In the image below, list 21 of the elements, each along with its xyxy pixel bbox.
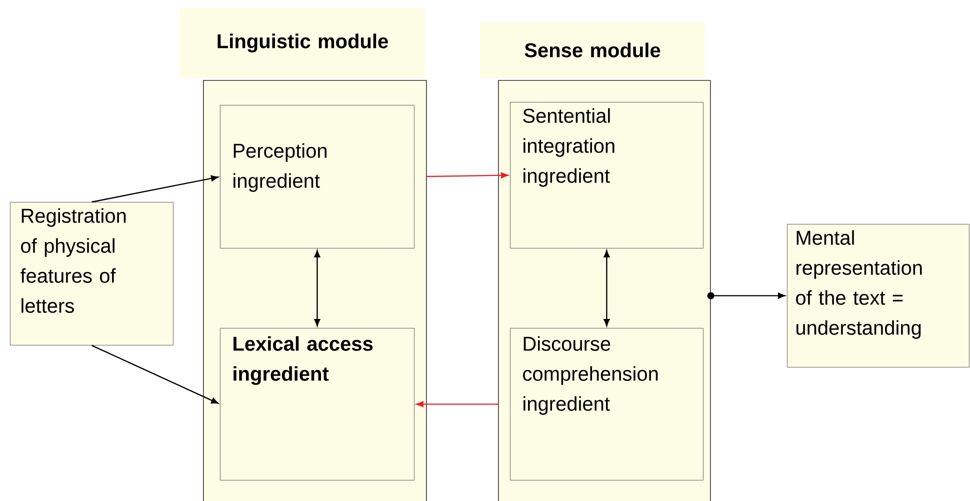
box-label: Discourse comprehension ingredient bbox=[523, 336, 658, 415]
arrow bbox=[604, 250, 610, 326]
box-label: Sentential integration ingredient bbox=[523, 108, 614, 187]
arrow bbox=[707, 292, 786, 300]
arrow bbox=[426, 172, 508, 178]
module-heading: Sense module bbox=[524, 42, 660, 58]
ingredient-box bbox=[510, 328, 704, 480]
input-box bbox=[10, 202, 174, 346]
box-label: Registration of physical features of letters bbox=[20, 208, 126, 313]
box-label: Lexical access ingredient bbox=[234, 336, 373, 385]
box-label: Perception ingredient bbox=[234, 143, 326, 192]
arrow bbox=[314, 250, 320, 326]
ingredient-box bbox=[220, 328, 414, 480]
module-heading: Linguistic module bbox=[218, 34, 388, 52]
ingredient-box bbox=[510, 102, 704, 248]
arrow bbox=[416, 401, 498, 408]
box-label: Mental representation of the text = understanding bbox=[796, 230, 922, 339]
ingredient-box bbox=[220, 105, 414, 248]
arrow bbox=[92, 175, 218, 203]
arrow bbox=[91, 344, 218, 404]
output-box bbox=[787, 224, 970, 368]
